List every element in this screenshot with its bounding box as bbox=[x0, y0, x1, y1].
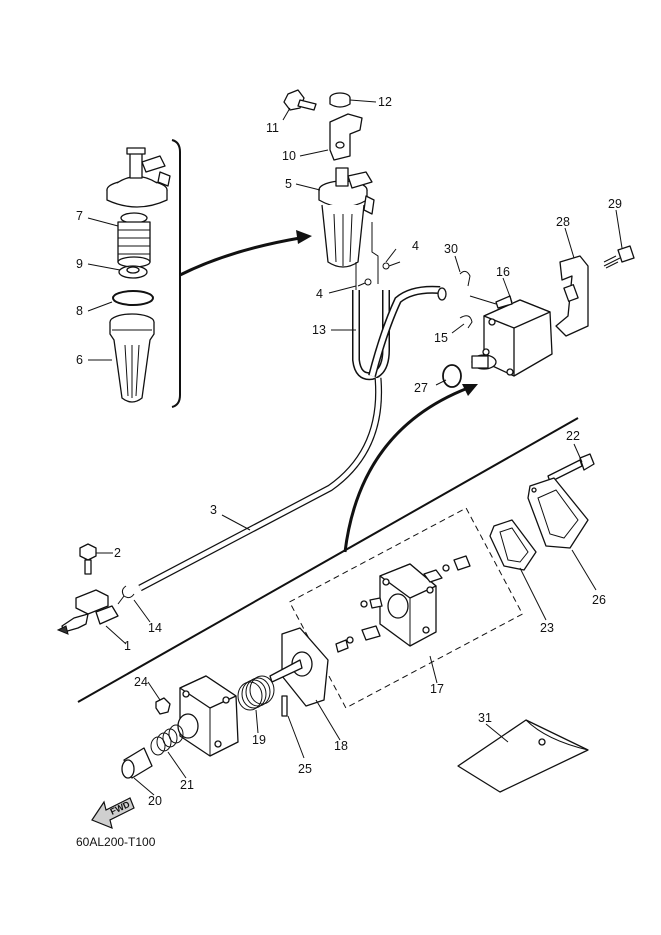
spring-19-part bbox=[237, 675, 275, 711]
callout-4b: 4 bbox=[316, 287, 323, 301]
filter-bracket-10-part bbox=[329, 113, 363, 161]
callout-10: 10 bbox=[282, 149, 296, 163]
callout-20: 20 bbox=[148, 794, 162, 808]
section-divider-line bbox=[77, 417, 579, 703]
callout-14: 14 bbox=[148, 621, 162, 635]
callout-25: 25 bbox=[298, 762, 312, 776]
pump-body-part bbox=[177, 675, 239, 757]
callouts: 1 2 3 4 4 5 6 7 8 9 10 11 12 13 14 15 16… bbox=[76, 95, 622, 808]
bolt-22-part bbox=[547, 453, 595, 483]
callout-2: 2 bbox=[114, 546, 121, 560]
callout-5: 5 bbox=[285, 177, 292, 191]
callout-12: 12 bbox=[378, 95, 392, 109]
pin-25-part bbox=[281, 695, 288, 717]
nut-24-part bbox=[155, 697, 171, 715]
inset-pointer-arrow bbox=[179, 230, 312, 277]
bolt-29-part bbox=[603, 245, 635, 269]
fwd-arrow-icon: FWD bbox=[91, 797, 135, 829]
callout-8: 8 bbox=[76, 304, 83, 318]
filter-nut-part bbox=[118, 265, 148, 279]
spring-21-part bbox=[150, 724, 184, 756]
fuel-filter-5-part bbox=[318, 167, 375, 268]
pump-cover-26-part bbox=[527, 477, 589, 549]
callout-6: 6 bbox=[76, 353, 83, 367]
callout-28: 28 bbox=[556, 215, 570, 229]
clip-4-upper-part bbox=[382, 261, 401, 270]
callout-3: 3 bbox=[210, 503, 217, 517]
check-valve-parts bbox=[335, 555, 471, 653]
clip-30-part bbox=[459, 270, 471, 287]
callout-27: 27 bbox=[414, 381, 428, 395]
bolt-2-part bbox=[79, 543, 97, 575]
fuel-line-3-part bbox=[138, 377, 383, 592]
valve-body-part bbox=[379, 563, 437, 647]
filter-cup-part bbox=[109, 313, 155, 403]
filter-cap-part bbox=[106, 147, 171, 208]
callout-13: 13 bbox=[312, 323, 326, 337]
instruction-sheet-31-part bbox=[457, 719, 589, 793]
callout-4a: 4 bbox=[412, 239, 419, 253]
plunger-20-part bbox=[121, 747, 153, 779]
diaphragm-18-part bbox=[269, 627, 329, 707]
nut-12-part bbox=[329, 92, 351, 108]
callout-23: 23 bbox=[540, 621, 554, 635]
callout-21: 21 bbox=[180, 778, 194, 792]
callout-29: 29 bbox=[608, 197, 622, 211]
clip-15-part bbox=[459, 315, 473, 329]
callout-22: 22 bbox=[566, 429, 580, 443]
drawing-code: 60AL200-T100 bbox=[76, 835, 156, 849]
filter-element-part bbox=[117, 212, 151, 268]
callout-24: 24 bbox=[134, 675, 148, 689]
inset-bracket bbox=[171, 139, 181, 408]
filter-o-ring-part bbox=[112, 290, 154, 306]
o-ring-27-part bbox=[442, 364, 462, 388]
callout-30: 30 bbox=[444, 242, 458, 256]
callout-1: 1 bbox=[124, 639, 131, 653]
callout-7: 7 bbox=[76, 209, 83, 223]
gasket-23-part bbox=[489, 519, 537, 571]
pump-outlet-hose bbox=[469, 295, 497, 305]
fuel-line-stub-right bbox=[371, 222, 379, 284]
callout-18: 18 bbox=[334, 739, 348, 753]
callout-9: 9 bbox=[76, 257, 83, 271]
clip-14-part bbox=[117, 585, 135, 605]
bolt-11-part bbox=[283, 89, 317, 111]
leader-lines bbox=[87, 99, 623, 796]
fuel-pump-16-part bbox=[471, 295, 553, 377]
callout-11: 11 bbox=[266, 121, 279, 135]
callout-19: 19 bbox=[252, 733, 266, 747]
callout-15: 15 bbox=[434, 331, 448, 345]
pump-bracket-28-part bbox=[555, 255, 589, 337]
callout-26: 26 bbox=[592, 593, 606, 607]
pump-pointer-arrow bbox=[343, 384, 478, 553]
fuel-connector-1-part bbox=[56, 589, 119, 635]
fuel-hose-13-part bbox=[352, 285, 447, 381]
callout-17: 17 bbox=[430, 682, 444, 696]
clip-4-lower-part bbox=[357, 278, 372, 287]
callout-16: 16 bbox=[496, 265, 510, 279]
callout-31: 31 bbox=[478, 711, 492, 725]
